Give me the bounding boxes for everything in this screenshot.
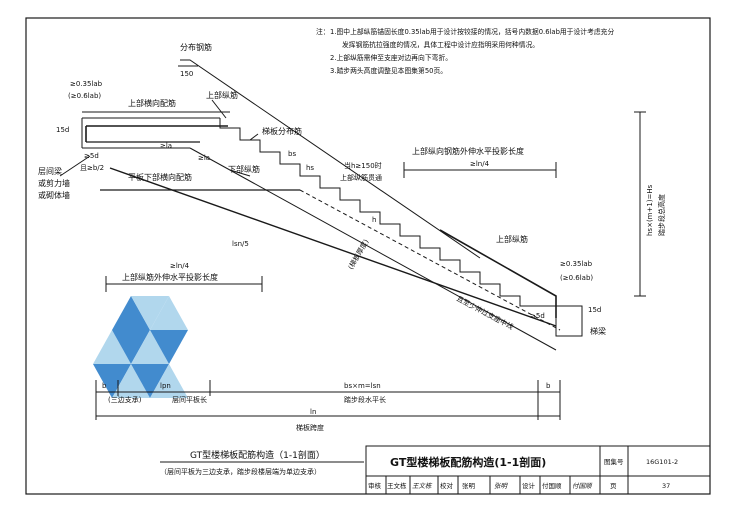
label-dim-la-2: ≥la <box>198 154 210 162</box>
label-bs-m: bs×m=lsn <box>344 382 381 390</box>
titleblock-designer: 付国顺 <box>542 481 562 490</box>
note-line-3: 2.上部纵筋需伸至支座对边再向下弯折。 <box>330 53 452 62</box>
titleblock-review-label: 审核 <box>368 481 382 490</box>
label-anchor-06: (≥0.6lab) <box>68 92 101 100</box>
label-lower-long-bar: 下部纵筋 <box>228 164 260 174</box>
note-line-2: 发挥钢筋抗拉强度的情况，具体工程中设计应指明采用何种情况。 <box>342 40 539 49</box>
label-upper-ext-left: 上部纵筋外伸水平投影长度 <box>122 272 218 282</box>
titleblock-reviewer: 王文栋 <box>387 481 407 490</box>
label-dim-b-left: b <box>102 382 107 390</box>
titleblock-check-label: 校对 <box>440 481 454 490</box>
label-dim-la-1: ≥la <box>160 142 172 150</box>
watermark-logo <box>93 296 188 398</box>
label-slab-dist-bar: 梯板分布筋 <box>262 126 302 136</box>
label-support-wall-1: 层间梁 <box>38 167 62 176</box>
label-dim-bs: bs <box>288 150 296 158</box>
stair-structure <box>59 59 646 420</box>
label-anchor-06-r: (≥0.6lab) <box>560 274 593 282</box>
titleblock-page-no: 37 <box>662 482 670 490</box>
label-ln4-left: ≥ln/4 <box>170 262 190 270</box>
label-slab-thickness: (梯板厚度) <box>346 237 371 271</box>
caption-subtitle: （层间平板为三边支承，踏步段楼层端为单边支承） <box>160 467 321 476</box>
label-continuous-1: 当h≥150时 <box>344 161 382 170</box>
titleblock-atlas-label: 图集号 <box>604 457 624 466</box>
label-lsn5: lsn/5 <box>232 240 249 248</box>
label-anchor-035: ≥0.35lab <box>70 80 103 88</box>
titleblock-checker: 张明 <box>462 481 476 490</box>
titleblock-main-title: GT型楼梯板配筋构造(1-1剖面) <box>390 455 546 469</box>
label-continuous-2: 上部纵筋贯通 <box>340 173 382 182</box>
label-ge5d-right: ≥5d <box>530 312 545 320</box>
label-slab-length: 层间平板长 <box>172 395 207 404</box>
titleblock-check-sign: 张明 <box>494 482 509 490</box>
label-15d-left: 15d <box>56 126 69 134</box>
label-ge-b2: 且≥b/2 <box>80 164 104 172</box>
label-ge5d-left: ≥5d <box>84 152 99 160</box>
titleblock-design-label: 设计 <box>522 481 536 490</box>
label-dist-bar: 分布钢筋 <box>180 42 212 52</box>
label-vertical-sub: 踏步段总高度 <box>657 194 666 236</box>
label-slab-lower-trans: 平板下部横向配筋 <box>128 172 192 182</box>
label-upper-long-bar: 上部纵筋 <box>206 90 238 100</box>
label-upper-long-bar-right: 上部纵筋 <box>496 234 528 244</box>
label-stair-beam: 梯梁 <box>590 326 606 336</box>
label-dim-150: 150 <box>180 70 193 78</box>
label-upper-ext-right: 上部纵向钢筋外伸水平投影长度 <box>412 146 524 156</box>
title-block <box>365 445 711 495</box>
notes-prefix: 注： <box>316 27 330 36</box>
titleblock-page-label: 页 <box>610 482 617 490</box>
label-vertical-height: hs×(m+1)=Hs <box>646 184 654 236</box>
note-line-1: 1.图中上部纵筋锚固长度0.35lab用于设计按铰接的情况，括号内数据0.6la… <box>330 27 614 36</box>
label-support-wall-3: 或砌体墙 <box>38 190 70 200</box>
label-step-horiz: 踏步段水平长 <box>344 395 386 404</box>
note-line-4: 3.踏步两头高度调整见本图集第50页。 <box>330 66 447 75</box>
label-three-side: (三边支承) <box>108 395 142 404</box>
label-anchor-035-r: ≥0.35lab <box>560 260 593 268</box>
label-dim-b-right: b <box>546 382 551 390</box>
label-slab-span: 梯板跨度 <box>296 423 324 432</box>
label-to-support: 且至少伸过支座中线 <box>455 294 515 332</box>
titleblock-design-sign: 付国顺 <box>572 482 593 490</box>
label-upper-trans-bar: 上部横向配筋 <box>128 98 176 108</box>
titleblock-atlas-no: 16G101-2 <box>646 458 678 466</box>
titleblock-review-sign: 王文栋 <box>412 482 433 490</box>
label-dim-lpn: lpn <box>160 382 171 390</box>
label-ln4-right: ≥ln/4 <box>470 160 490 168</box>
label-dim-hs: hs <box>306 164 314 172</box>
label-dim-ln: ln <box>310 408 316 416</box>
caption: GT型楼梯板配筋构造（1-1剖面） （层间平板为三边支承，踏步段楼层端为单边支承… <box>160 449 364 476</box>
caption-title: GT型楼梯板配筋构造（1-1剖面） <box>190 449 325 461</box>
label-thickness-h: h <box>372 216 376 224</box>
label-15d-right: 15d <box>588 306 601 314</box>
label-support-wall-2: 或剪力墙 <box>38 178 70 188</box>
sheet-frame <box>25 17 711 495</box>
